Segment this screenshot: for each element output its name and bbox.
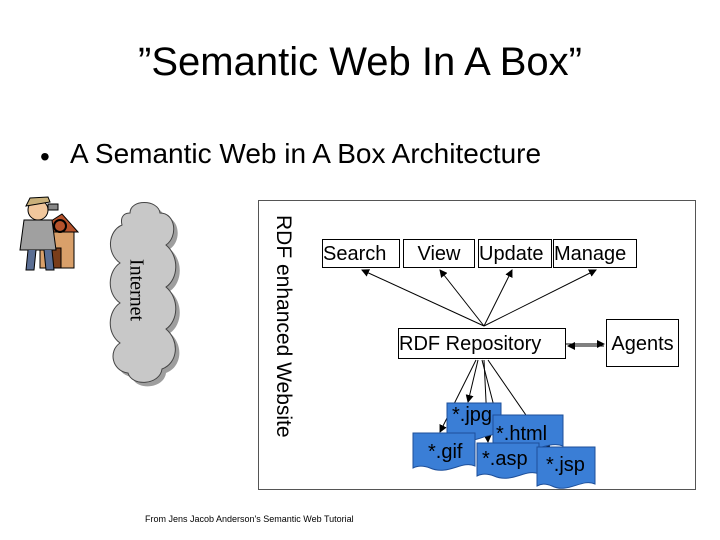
rdf-repository-box: RDF Repository <box>398 328 566 359</box>
search-box: Search <box>322 239 400 268</box>
file-asp-label: *.asp <box>482 448 528 470</box>
agents-box: Agents <box>606 319 679 367</box>
internet-cloud <box>109 202 180 387</box>
manage-box: Manage <box>553 239 637 268</box>
website-frame <box>258 200 696 490</box>
person-with-house-icon <box>19 196 80 271</box>
arrow-view <box>439 269 485 327</box>
arrow-manage <box>483 269 597 327</box>
file-asp-shape <box>476 442 540 479</box>
arrow-search <box>361 269 485 327</box>
file-gif-label: *.gif <box>428 441 463 463</box>
bullet-marker: • <box>40 141 50 172</box>
file-jsp-label: *.jsp <box>546 454 585 476</box>
slide-title: ”Semantic Web In A Box” <box>138 40 582 84</box>
file-gif-shape <box>412 432 476 471</box>
file-jsp-shape <box>536 446 596 489</box>
credit-note: From Jens Jacob Anderson's Semantic Web … <box>145 514 354 524</box>
file-html-label: *.html <box>496 423 548 445</box>
update-box: Update <box>478 239 552 268</box>
view-box: View <box>403 239 475 268</box>
arrow-update <box>483 269 513 327</box>
bullet-text: A Semantic Web in A Box Architecture <box>70 138 542 169</box>
arrow-jpg <box>465 359 479 403</box>
file-jpg-label: *.jpg <box>452 404 493 426</box>
arrow-gif <box>439 359 477 433</box>
